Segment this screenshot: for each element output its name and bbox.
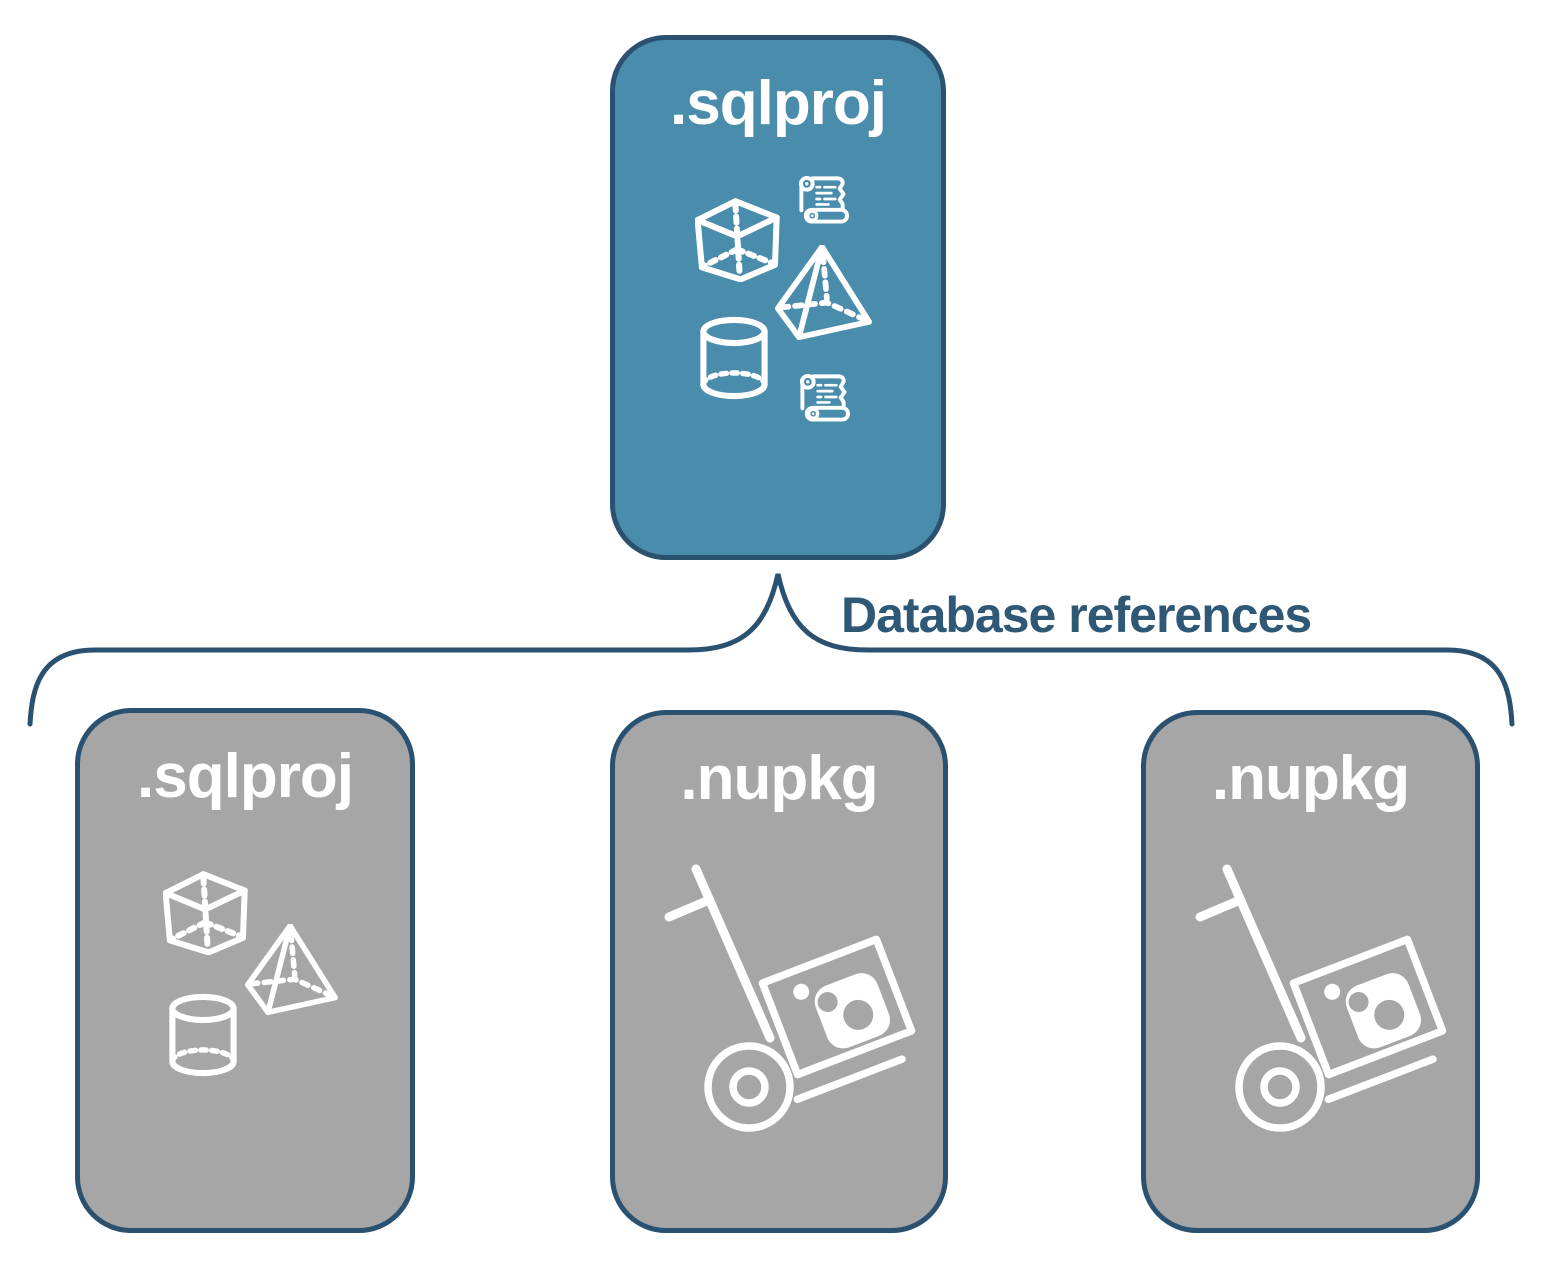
cylinder-icon (703, 320, 764, 396)
hand-truck-package-icon (669, 869, 920, 1128)
cylinder-icon (172, 997, 233, 1073)
hand-truck-package-icon (1200, 869, 1451, 1128)
root-node-label: .sqlproj (670, 69, 887, 138)
child-node-label: .nupkg (1211, 744, 1410, 813)
child-node-sqlproj: .sqlproj (75, 708, 415, 1233)
child-node-label: .nupkg (680, 744, 878, 813)
cube-icon (166, 874, 245, 952)
child-node-nupkg-1: .nupkg (610, 710, 948, 1233)
script-scroll-icon (798, 175, 849, 224)
script-scroll-icon (799, 373, 850, 422)
child-node-label: .sqlproj (137, 742, 354, 811)
connector-label: Database references (841, 587, 1312, 643)
child-node-nupkg-2: .nupkg (1141, 710, 1480, 1233)
pyramid-icon (248, 926, 335, 1012)
pyramid-icon (778, 247, 869, 337)
cube-icon (698, 201, 777, 279)
root-node-sqlproj: .sqlproj (610, 35, 946, 560)
